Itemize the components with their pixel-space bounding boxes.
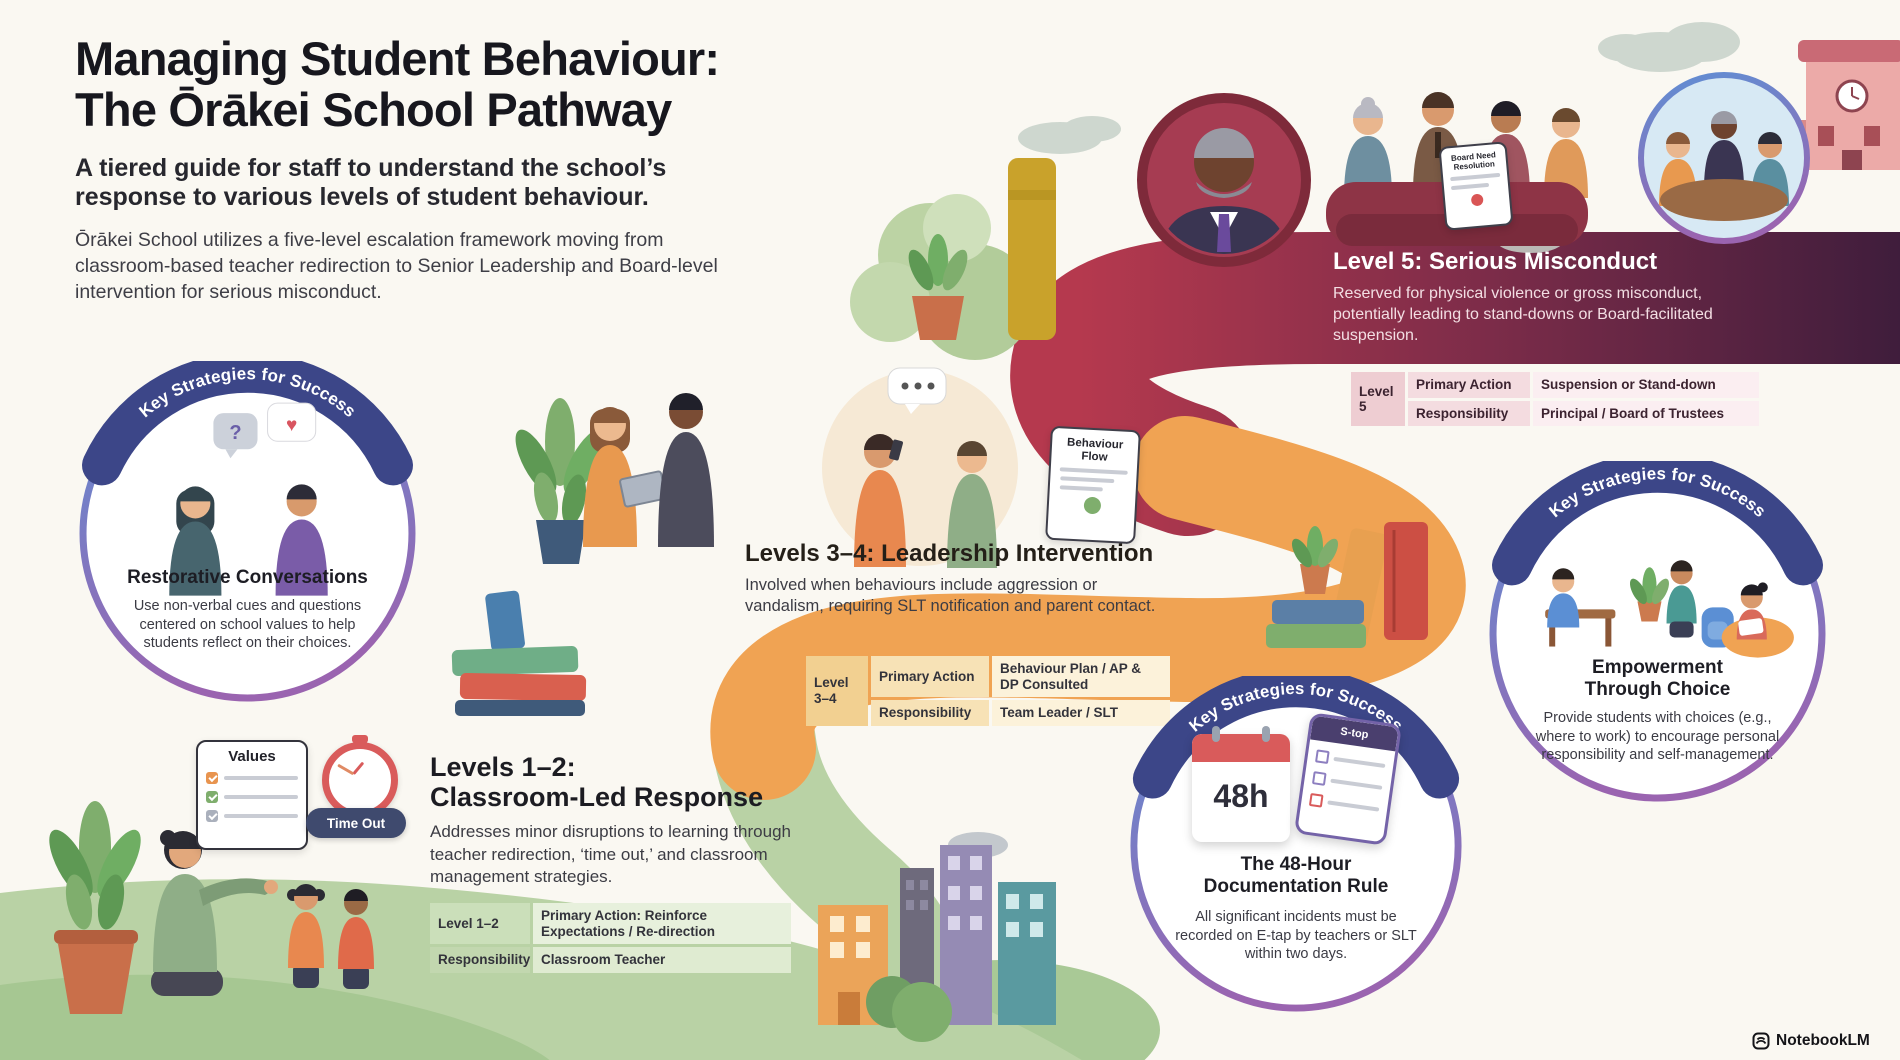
table-cell: Suspension or Stand-down xyxy=(1533,372,1759,398)
strategy-card-restorative: Key Strategies for Success ? ♥ xyxy=(75,361,420,706)
adults-discussion-group xyxy=(583,393,714,547)
level12-section: Levels 1–2: Classroom-Led Response Addre… xyxy=(430,752,810,888)
check-icon xyxy=(206,810,218,822)
table-cell: Classroom Teacher xyxy=(533,947,791,973)
empowerment-illustration xyxy=(1545,560,1794,658)
teacher-scene xyxy=(49,801,374,1014)
check-icon xyxy=(206,791,218,803)
level5-section: Level 5: Serious Misconduct Reserved for… xyxy=(1333,248,1753,346)
level5-title: Level 5: Serious Misconduct xyxy=(1333,248,1658,275)
timeout-badge: Time Out xyxy=(306,808,406,838)
green-seal-icon xyxy=(1082,496,1101,515)
level34-title: Levels 3–4: Leadership Intervention xyxy=(745,540,1154,567)
parent-contact-group xyxy=(822,367,1018,568)
table-cell: Principal / Board of Trustees xyxy=(1533,400,1759,427)
level5-table: Level 5 Primary Action Suspension or Sta… xyxy=(1351,372,1761,427)
strategy-body: All significant incidents must be record… xyxy=(1175,909,1417,963)
bush-and-book xyxy=(850,158,1056,360)
level34-body: Involved when behaviours include aggress… xyxy=(745,576,1156,616)
city-buildings xyxy=(818,845,1056,1042)
strategy-card-documentation: Key Strategies for Success 48h S-top The… xyxy=(1126,676,1466,1016)
behaviour-flow-document: Behaviour Flow xyxy=(1045,425,1141,545)
level34-section: Levels 3–4: Leadership Intervention Invo… xyxy=(745,540,1185,618)
restorative-illustration: ? ♥ xyxy=(169,402,328,596)
values-card-title: Values xyxy=(228,748,276,765)
table-cell: Level 5 xyxy=(1351,372,1405,427)
table-cell: Primary Action xyxy=(871,656,989,698)
table-cell: Behaviour Plan / AP & DP Consulted xyxy=(992,656,1170,698)
red-seal-icon xyxy=(1470,193,1484,207)
values-checklist-card: Values xyxy=(196,740,308,850)
principal-portrait xyxy=(1137,93,1311,267)
level12-body: Addresses minor disruptions to learning … xyxy=(430,822,791,886)
table-cell: Primary Action xyxy=(1408,372,1530,398)
strategy-ring: Key Strategies for Success xyxy=(1130,676,1462,1012)
level12-title: Levels 1–2: Classroom-Led Response xyxy=(430,752,764,813)
notebooklm-logo-icon xyxy=(1752,1032,1770,1050)
table-cell: Primary Action: Reinforce Expectations /… xyxy=(533,903,791,945)
books-right xyxy=(1266,522,1428,648)
strategy-title: Empowerment Through Choice xyxy=(1584,657,1731,700)
level12-table: Level 1–2 Primary Action: Reinforce Expe… xyxy=(430,903,794,973)
strategy-title: The 48-Hour Documentation Rule xyxy=(1203,854,1389,897)
plant-and-books-left xyxy=(451,398,605,716)
strategy-card-empowerment: Key Strategies for Success Empowerment T… xyxy=(1485,461,1830,806)
table-cell: Team Leader / SLT xyxy=(992,700,1170,726)
table-cell: Level 3–4 xyxy=(806,656,868,726)
strategy-body: Use non-verbal cues and questions center… xyxy=(133,598,362,652)
student-figure xyxy=(338,889,374,989)
page-intro: Ōrākei School utilizes a five-level esca… xyxy=(75,228,718,303)
table-cell: Responsibility xyxy=(430,947,530,973)
question-bubble-glyph: ? xyxy=(229,422,241,444)
meeting-circle xyxy=(1638,72,1810,244)
board-resolution-document: Board Need Resolution xyxy=(1438,141,1514,231)
table-cell: Responsibility xyxy=(1408,400,1530,427)
timeout-clock-icon xyxy=(322,735,398,818)
teacher-figure xyxy=(151,830,278,996)
level5-body: Reserved for physical violence or gross … xyxy=(1333,285,1713,344)
page-subtitle: A tiered guide for staff to understand t… xyxy=(75,153,667,212)
header: Managing Student Behaviour: The Ōrākei S… xyxy=(75,32,855,305)
strategy-body: Provide students with choices (e.g., whe… xyxy=(1535,710,1780,764)
page-title: Managing Student Behaviour: The Ōrākei S… xyxy=(75,32,720,136)
strategy-ring: Key Strategies for Success xyxy=(1489,461,1826,802)
footer-brand: NotebookLM xyxy=(1752,1032,1870,1050)
etap-tablet-icon: S-top xyxy=(1293,712,1403,846)
heart-bubble-glyph: ♥ xyxy=(286,415,297,436)
student-figure xyxy=(287,884,325,988)
check-icon xyxy=(206,772,218,784)
level34-table: Level 3–4 Primary Action Behaviour Plan … xyxy=(806,656,1170,726)
strategy-title: Restorative Conversations xyxy=(127,567,368,588)
table-cell: Responsibility xyxy=(871,700,989,726)
strategy-ring: Key Strategies for Success ? ♥ xyxy=(79,361,416,702)
table-cell: Level 1–2 xyxy=(430,903,530,945)
calendar-48h-icon: 48h xyxy=(1192,726,1290,842)
